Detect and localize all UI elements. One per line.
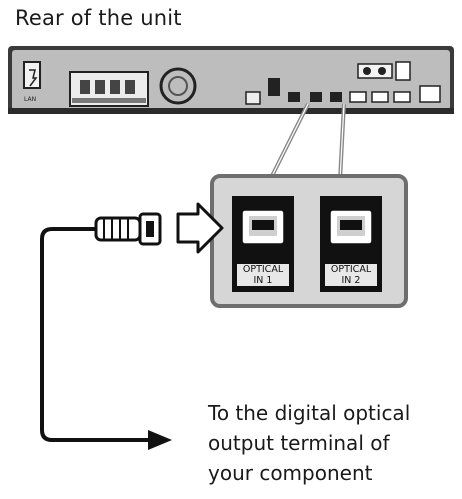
- diagram-title: Rear of the unit: [15, 6, 182, 30]
- rear-panel: [8, 46, 454, 114]
- small-port: [245, 91, 261, 105]
- optical-port-2-small: [330, 92, 342, 102]
- fan-vent: [159, 67, 197, 105]
- speaker-terminals: [69, 71, 149, 107]
- antenna-port: [268, 78, 280, 96]
- caption: To the digital optical output terminal o…: [208, 398, 410, 488]
- optical-port-1-small: [310, 92, 322, 102]
- power-inlet: [23, 61, 41, 89]
- port-label-optical-in-2: OPTICAL IN 2: [324, 263, 378, 287]
- cable-arrow-icon: [148, 430, 172, 450]
- caption-line-1: To the digital optical: [208, 401, 411, 425]
- insert-arrow: [176, 202, 224, 254]
- optical-plug: [94, 212, 162, 246]
- hdmi-port: [371, 91, 389, 103]
- lan-port: [419, 85, 441, 103]
- port-label-optical-in-1: OPTICAL IN 1: [236, 263, 290, 287]
- caption-line-3: your component: [208, 461, 373, 485]
- callout-lines: [268, 103, 346, 181]
- caption-line-2: output terminal of: [208, 431, 390, 455]
- power-port-label: LAN: [24, 96, 37, 103]
- optical-cable: [40, 227, 150, 442]
